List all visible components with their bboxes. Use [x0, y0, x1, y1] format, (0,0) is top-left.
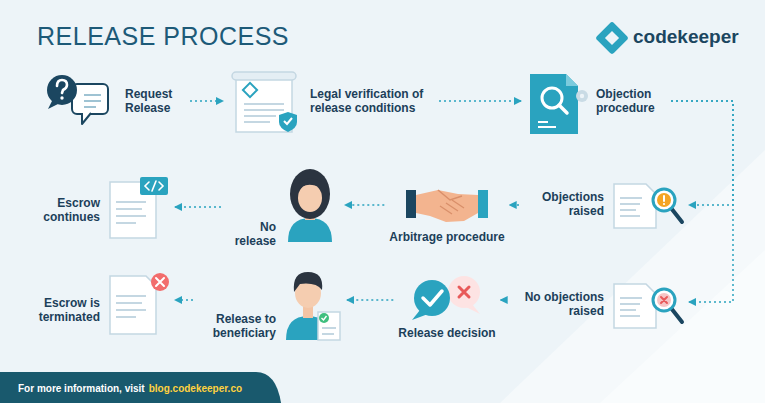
- logo-text: codekeeper: [633, 26, 739, 48]
- step-label: Request Release: [125, 87, 185, 115]
- step-label: Escrow continues: [28, 196, 100, 224]
- step-label: Release decision: [398, 326, 495, 340]
- process-step: Escrow continues: [26, 174, 172, 242]
- process-step: Release decision: [396, 272, 497, 342]
- process-step: Legal verification of release conditions: [226, 68, 436, 138]
- flow-arrow: [175, 299, 193, 301]
- flow-arrow: [671, 101, 733, 205]
- process-step: Objections raised: [522, 178, 686, 232]
- step-label: No objections raised: [512, 290, 604, 318]
- step-label: No release: [226, 220, 276, 248]
- process-step: Arbitrage procedure: [387, 182, 506, 246]
- step-label: Objection procedure: [596, 87, 666, 115]
- step-label: Release to beneficiary: [198, 312, 276, 340]
- flow-arrow: [439, 100, 521, 102]
- process-step: No release: [224, 166, 342, 250]
- process-step: Request Release: [42, 70, 187, 134]
- process-step: Objection procedure: [524, 70, 668, 138]
- process-step: Release to beneficiary: [196, 266, 344, 344]
- flow-arrow: [501, 299, 507, 301]
- footer-link: blog.codekeeper.co: [149, 383, 242, 394]
- flow-arrow: [190, 100, 223, 102]
- step-label: Objections raised: [524, 190, 604, 218]
- diagram-title: RELEASE PROCESS: [37, 22, 289, 51]
- flow-arrow: [347, 299, 393, 301]
- step-label: Arbitrage procedure: [389, 230, 504, 244]
- flow-arrow: [510, 204, 519, 206]
- process-step: No objections raised: [510, 278, 686, 332]
- flow-arrow: [671, 101, 733, 302]
- flow-arrow: [345, 204, 384, 206]
- process-step: Escrow is terminated: [18, 270, 172, 338]
- footer-text: For more information, visit: [18, 383, 145, 394]
- step-label: Legal verification of release conditions: [310, 87, 434, 115]
- step-label: Escrow is terminated: [20, 296, 100, 324]
- flow-arrow: [175, 206, 221, 208]
